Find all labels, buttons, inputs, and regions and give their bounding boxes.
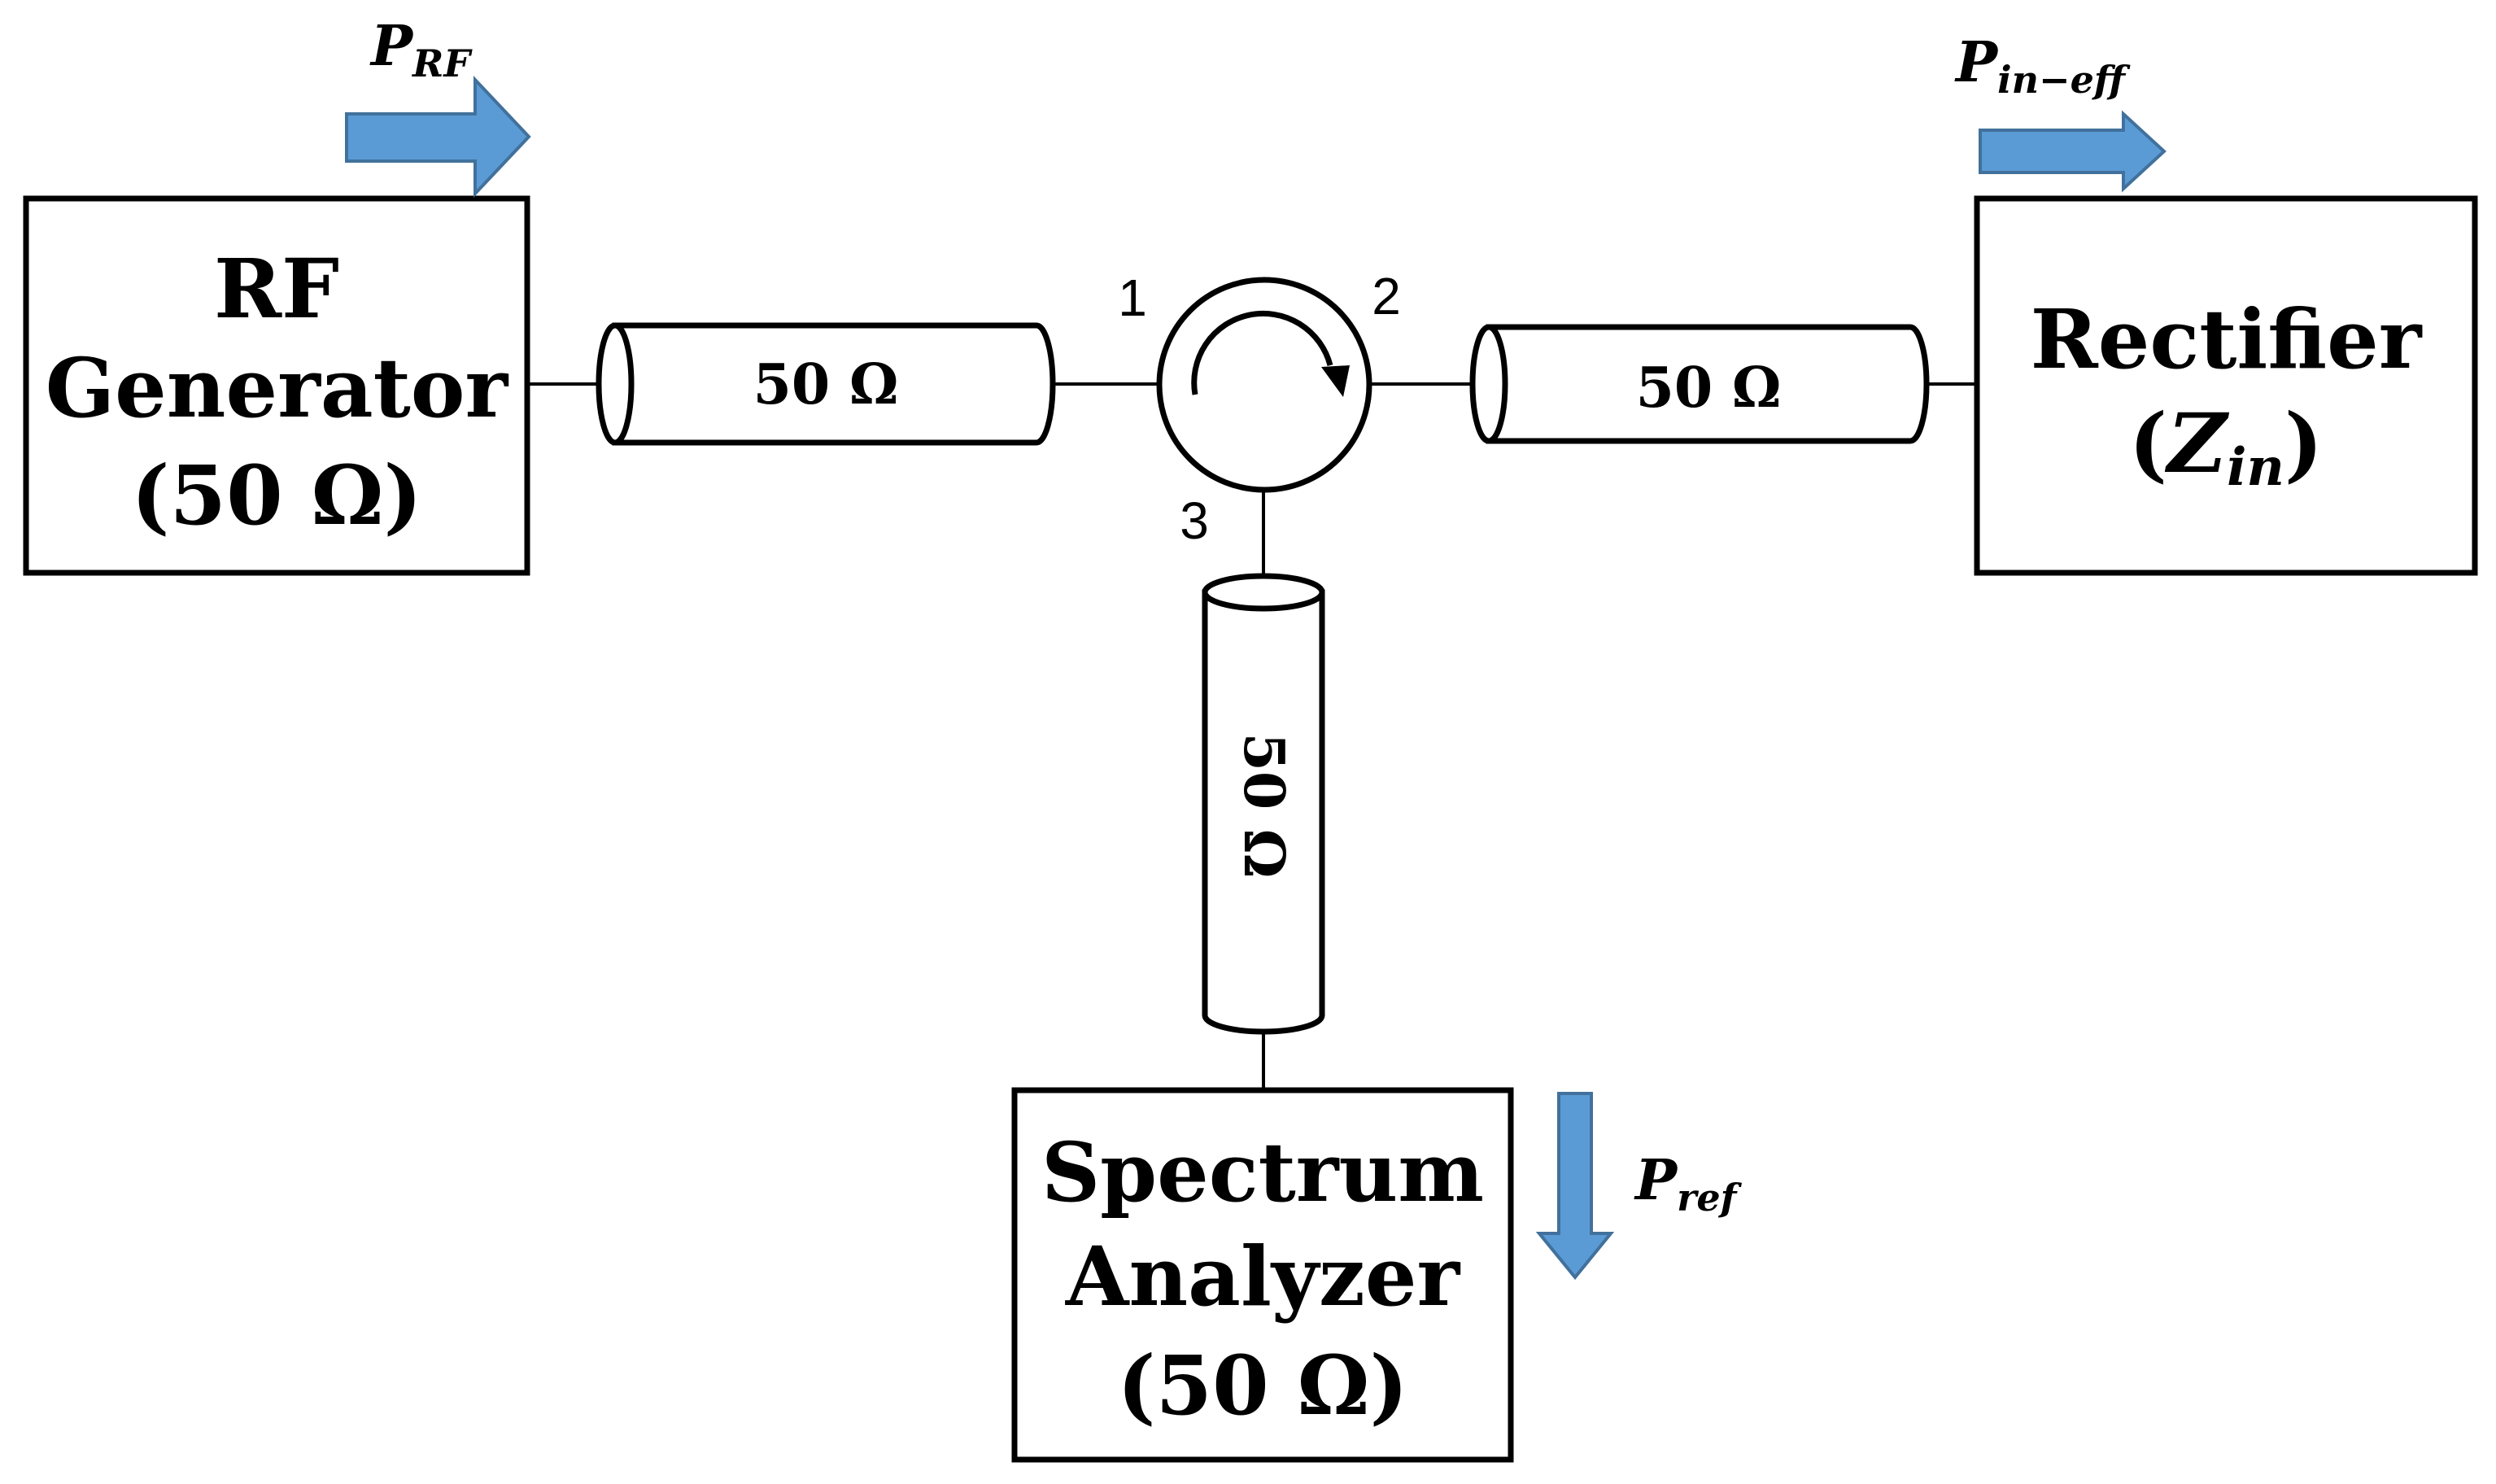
cable-right-body xyxy=(1486,324,1930,444)
p-in-eff-arrow xyxy=(1979,110,2167,193)
cable-bottom-body xyxy=(1202,589,1325,1035)
p-in-eff-label: Pin−eff xyxy=(1954,30,2131,102)
rectifier-box xyxy=(1974,195,2478,576)
cable-left-body xyxy=(612,322,1056,446)
spectrum-analyzer-box xyxy=(1011,1087,1514,1463)
cable-left: 50 Ω xyxy=(596,322,1056,446)
rectifier-impedance: (Zin) xyxy=(2129,395,2324,498)
cable-bottom: 50 Ω xyxy=(1202,573,1325,1035)
cable-left-end-cap xyxy=(596,322,635,446)
p-ref-indicator: Pref xyxy=(1535,1092,1743,1281)
circulator-direction-arc xyxy=(1191,310,1333,395)
rf-generator-label-line2: Generator xyxy=(46,340,509,436)
p-rf-label: PRF xyxy=(369,14,473,85)
cable-right-impedance: 50 Ω xyxy=(1636,356,1782,421)
spectrum-analyzer-label-line2: Analyzer xyxy=(1065,1229,1461,1325)
p-in-eff-indicator: Pin−eff xyxy=(1954,30,2167,193)
circulator-port-3-label: 3 xyxy=(1180,491,1209,550)
circulator-arrowhead xyxy=(1321,365,1350,397)
spectrum-analyzer-label-line1: Spectrum xyxy=(1041,1124,1484,1220)
rf-generator-label-line1: RF xyxy=(214,241,339,337)
spectrum-analyzer-block: Spectrum Analyzer (50 Ω) xyxy=(1011,1087,1514,1463)
rf-generator-box xyxy=(23,195,530,576)
rf-generator-block: RF Generator (50 Ω) xyxy=(23,195,530,576)
rectifier-label: Rectifier xyxy=(2031,291,2423,387)
rf-generator-impedance: (50 Ω) xyxy=(131,447,422,543)
p-ref-label: Pref xyxy=(1634,1148,1743,1220)
cable-left-impedance: 50 Ω xyxy=(753,352,899,417)
spectrum-analyzer-impedance: (50 Ω) xyxy=(1117,1338,1408,1434)
cable-right-end-cap xyxy=(1469,324,1508,444)
circulator: 1 2 3 xyxy=(1118,267,1401,550)
circulator-port-1-label: 1 xyxy=(1118,268,1147,327)
cable-right: 50 Ω xyxy=(1469,324,1930,444)
p-rf-arrow xyxy=(345,75,531,199)
cable-bottom-impedance: 50 Ω xyxy=(1231,733,1296,879)
cable-bottom-end-cap xyxy=(1202,573,1325,612)
rectifier-block: Rectifier (Zin) xyxy=(1974,195,2478,576)
p-ref-arrow xyxy=(1535,1092,1615,1281)
p-rf-indicator: PRF xyxy=(345,14,531,199)
circulator-port-2-label: 2 xyxy=(1372,267,1401,325)
